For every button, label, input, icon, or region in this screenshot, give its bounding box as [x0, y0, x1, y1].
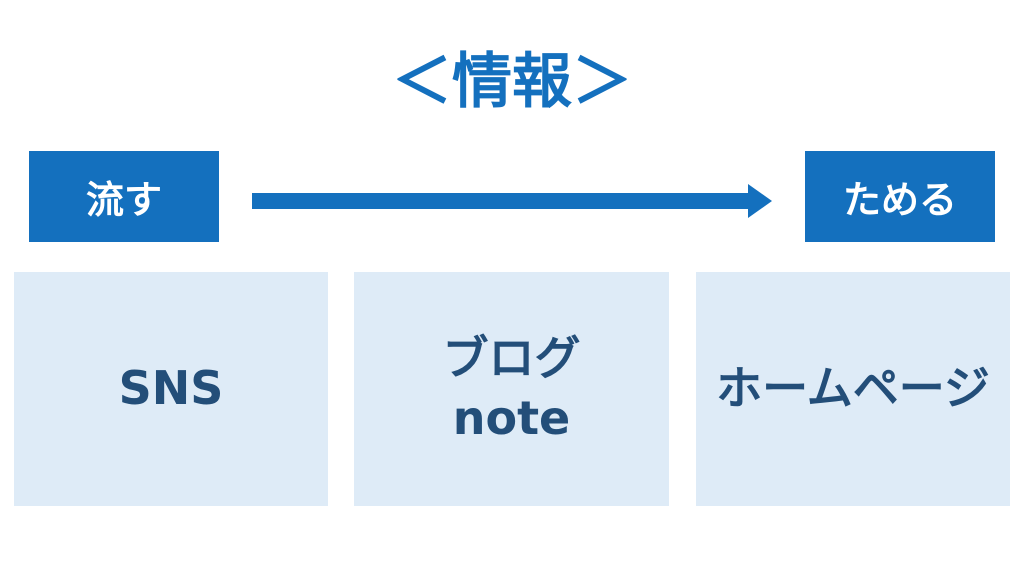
box-line: note [452, 391, 571, 445]
flow-label-left: 流す [29, 151, 219, 242]
box-line: SNS [118, 361, 224, 416]
box-line: ブログ [442, 331, 581, 386]
flow-label-right: ためる [805, 151, 995, 242]
diagram-title: ＜情報＞ [392, 47, 632, 117]
box-line: ホームページ [716, 361, 990, 416]
arrow-right-icon [252, 184, 772, 218]
box-sns: SNS [14, 272, 328, 506]
box-blog-note: ブログ note [354, 272, 669, 506]
box-homepage: ホームページ [696, 272, 1010, 506]
